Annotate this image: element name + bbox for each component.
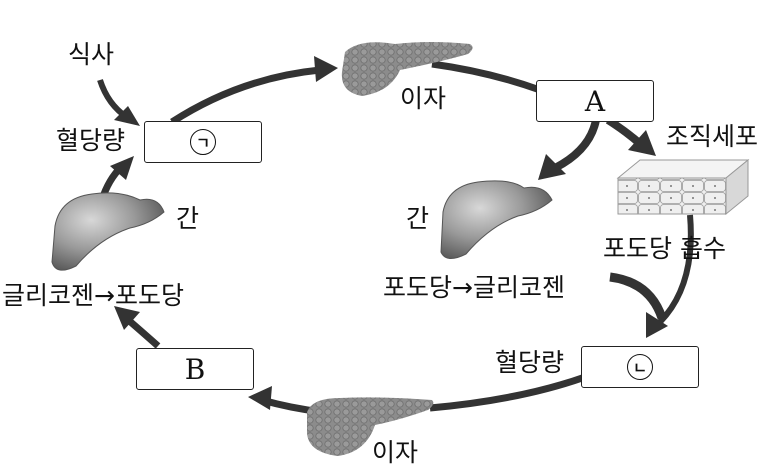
- blood-sugar-label-top: 혈당량: [56, 126, 126, 155]
- blood-sugar-label-bottom: 혈당량: [495, 348, 565, 377]
- liver-left: [51, 192, 165, 271]
- arrow-box-b-to-pancreas: [429, 373, 587, 412]
- arrow-a-to-tissue: [605, 116, 656, 156]
- hormone-a-label: A: [584, 84, 606, 118]
- liver-label-right: 간: [406, 204, 430, 233]
- hormone-b-box: B: [136, 348, 254, 390]
- glucose-to-glycogen-label: 포도당→글리코젠: [383, 273, 565, 302]
- circled-label-giyeok: ㄱ: [190, 129, 216, 155]
- tissue-cells: [616, 158, 750, 216]
- arrow-a-to-liver: [538, 119, 600, 180]
- pancreas-bottom: [306, 397, 434, 456]
- meal-label: 식사: [68, 40, 115, 69]
- pancreas-top: [341, 42, 473, 96]
- arrow-pancreas-to-a: [431, 60, 542, 94]
- pancreas-label-top: 이자: [400, 84, 447, 113]
- blood-sugar-box-top: ㄱ: [144, 121, 262, 163]
- pancreas-label-bottom: 이자: [372, 438, 419, 467]
- hormone-a-box: A: [536, 80, 654, 122]
- glycogen-to-glucose-label: 글리코젠→포도당: [2, 281, 184, 310]
- hormone-b-label: B: [184, 352, 206, 386]
- liver-label-left: 간: [176, 204, 200, 233]
- glucose-uptake-label: 포도당 흡수: [603, 234, 726, 263]
- liver-right: [440, 180, 553, 259]
- blood-sugar-box-bottom: ㄴ: [581, 346, 699, 388]
- tissue-cells-label: 조직세포: [666, 122, 759, 151]
- arrow-to-pancreas-top: [170, 56, 338, 125]
- arrow-tissue-to-box-b: [646, 214, 694, 338]
- arrow-b-to-liver: [114, 306, 161, 349]
- arrow-glycogen-storage: [609, 272, 667, 320]
- circled-label-nieun: ㄴ: [627, 354, 653, 380]
- meal-arrow: [97, 79, 140, 126]
